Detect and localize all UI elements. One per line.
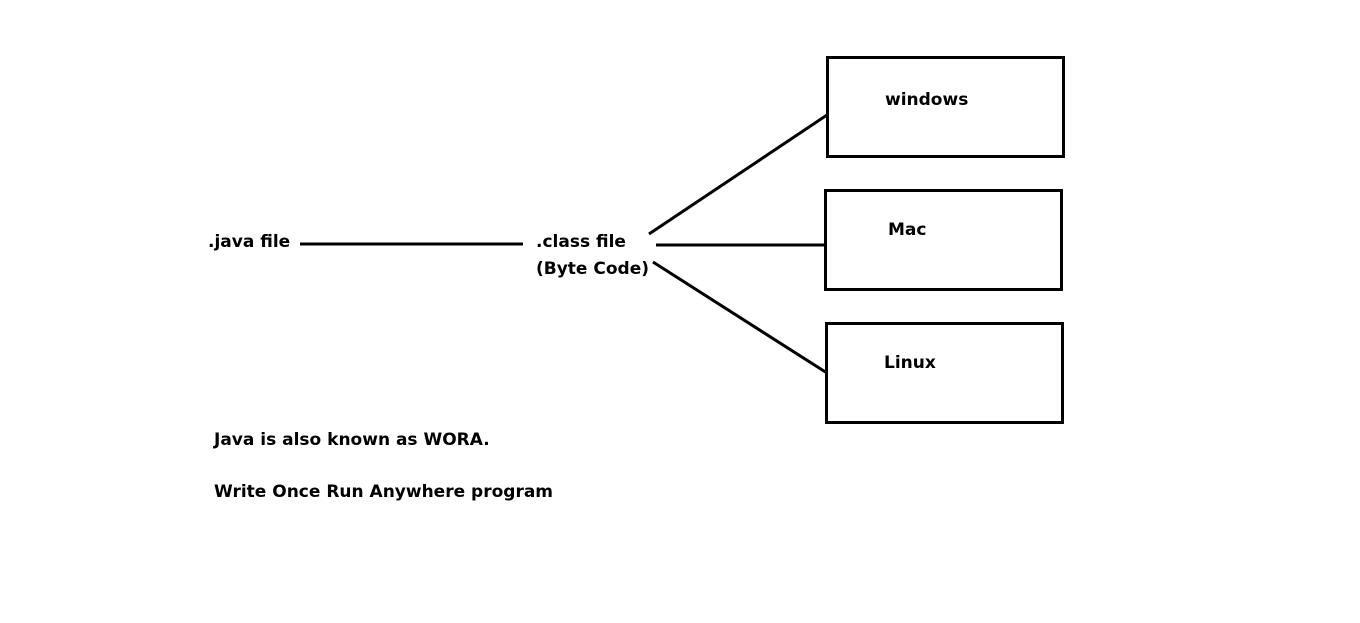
platform-label-mac: Mac bbox=[888, 220, 927, 240]
java-file-label: .java file bbox=[208, 232, 291, 252]
wora-expansion-note: Write Once Run Anywhere program bbox=[214, 482, 554, 502]
platform-box-mac bbox=[824, 189, 1063, 291]
wora-note: Java is also known as WORA. bbox=[214, 430, 490, 450]
byte-code-label: (Byte Code) bbox=[536, 259, 650, 279]
class-file-label: .class file bbox=[536, 232, 626, 252]
platform-box-linux bbox=[825, 322, 1064, 424]
class-file-node: .class file (Byte Code) bbox=[536, 229, 649, 283]
class-to-linux-line bbox=[652, 260, 828, 375]
platform-label-linux: Linux bbox=[884, 353, 936, 373]
platform-box-windows bbox=[826, 56, 1065, 158]
class-to-windows-line bbox=[648, 113, 828, 236]
platform-label-windows: windows bbox=[885, 90, 969, 110]
